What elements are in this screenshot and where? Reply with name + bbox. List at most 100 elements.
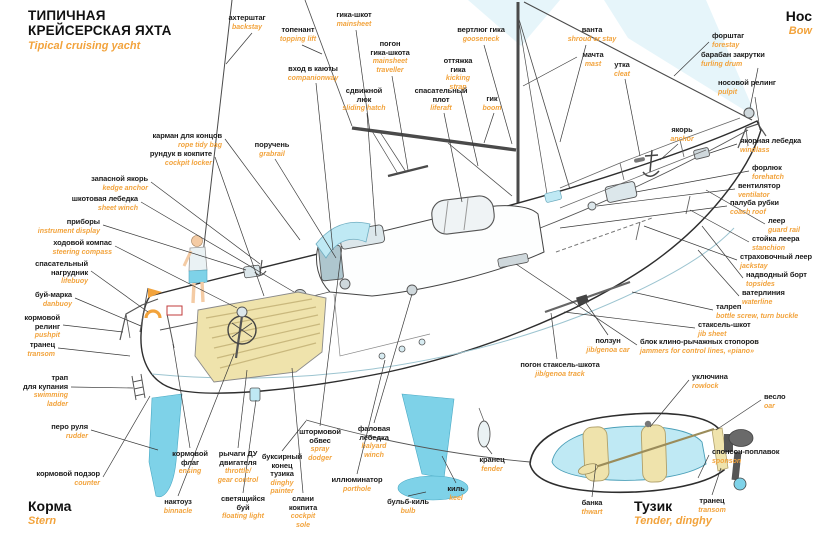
liferaft-strap-2 — [463, 197, 469, 231]
label-cockpit-locker-ru: рундук в кокпите — [149, 149, 212, 158]
label-coach-roof-en: coach roof — [730, 208, 766, 216]
label-topping-lift-ru: топенант — [281, 25, 315, 34]
label-danbuoy-en: danbuoy — [42, 300, 72, 308]
liferaft-strap-1 — [443, 200, 449, 234]
label-stanchion-en: stanchion — [752, 244, 786, 252]
painter-line — [305, 419, 531, 463]
oar-shaft — [591, 427, 715, 470]
cabin-window — [544, 190, 562, 203]
label-cleat-en: cleat — [614, 70, 630, 78]
label-liferaft-ru: спасательный плот — [414, 86, 468, 104]
corner-tender-ru: Тузик — [634, 498, 673, 514]
label-kedge-anchor-ru: запасной якорь — [91, 174, 148, 183]
stanchion-far-1 — [619, 162, 625, 181]
label-sponson-ru: спонсон-поплавок — [712, 447, 780, 456]
label-guard-rail-ru: леер — [768, 216, 786, 225]
label-jib-genoa-track-en: jib/genoa track — [535, 370, 585, 378]
label-mast-ru: мачта — [582, 50, 604, 59]
label-waterline-en: waterline — [742, 298, 773, 306]
motor-bracket — [724, 434, 733, 452]
label-jib-sheet-en: jib sheet — [698, 330, 727, 338]
wheel-spoke-2 — [231, 322, 253, 338]
label-sliding-hatch-en: sliding hatch — [342, 105, 386, 112]
corner-bow-ru: Нос — [785, 8, 812, 24]
label-halyard-winch-ru: фаловая лебедка — [357, 424, 391, 442]
label-topsides-en: topsides — [746, 280, 775, 288]
compass-shape — [236, 306, 248, 318]
label-sheet-winch-ru: шкотовая лебедка — [71, 194, 138, 203]
label-pushpit-ru: кормовой релинг — [24, 313, 60, 331]
diagram-title-ru: ТИПИЧНАЯ КРЕЙСЕРСКАЯ ЯХТА — [28, 8, 172, 38]
label-guard-rail-en: guard rail — [768, 226, 800, 234]
label-steering-compass-en: steering compass — [52, 248, 112, 256]
label-porthole-en: porthole — [342, 485, 371, 493]
label-mainsheet-en: mainsheet — [336, 20, 372, 28]
label-transom-yacht-en: transom — [27, 350, 55, 358]
label-ensign-en: ensing — [178, 468, 202, 475]
label-backstay-ru: ахтерштаг — [228, 13, 266, 22]
label-pulpit-en: pulpit — [718, 88, 738, 96]
label-binnacle-en: binnacle — [163, 507, 193, 515]
label-rope-tidy-bag-en: rope tidy bag — [178, 141, 222, 149]
motor-prop — [733, 477, 747, 491]
label-spray-dodger-en: spray dodger — [308, 446, 332, 462]
traveller-bar — [387, 164, 429, 178]
fender-line — [478, 407, 485, 422]
label-anchor-en: anchor — [670, 135, 694, 143]
label-lifebuoy-ru: спасательный нагрудник — [35, 259, 88, 277]
corner-stern-en: Stern — [28, 515, 57, 527]
label-spray-dodger-ru: штормовой обвес — [299, 427, 341, 445]
label-anchor-ru: якорь — [671, 125, 693, 134]
label-jib-genoa-car-ru: ползун — [595, 336, 621, 345]
label-windlass-ru: якорная лебедка — [740, 136, 802, 145]
corner-bow: Нос Bow — [786, 8, 812, 37]
label-counter-ru: кормовой подзор — [36, 469, 100, 478]
shroud-line-2 — [517, 15, 549, 201]
label-furling-drum-en: furling drum — [701, 60, 743, 68]
dinghy — [305, 412, 754, 494]
jammers-shape — [497, 253, 529, 268]
label-gooseneck-ru: вертлюг гика — [457, 25, 505, 34]
label-ensign-ru: кормовой флаг — [172, 449, 208, 467]
label-rudder-ru: перо руля — [51, 422, 88, 431]
ensign-staff — [166, 313, 175, 349]
label-pushpit-en: pushpit — [34, 332, 60, 339]
label-dinghy-painter-en: dinghy painter — [270, 479, 294, 496]
label-ventilator-en: ventilator — [738, 191, 770, 199]
label-rowlock-ru: уключина — [692, 372, 728, 381]
label-bottle-screw-en: bottle screw, turn buckle — [716, 312, 799, 320]
label-mainsheet-traveller-en: mainsheet traveller — [372, 58, 408, 74]
label-mainsheet-ru: гика-шкот — [336, 10, 372, 19]
label-oar-ru: весло — [764, 392, 786, 401]
label-mainsheet-traveller-ru: погон гика-шкота — [370, 39, 410, 57]
label-grabrail-ru: поручень — [254, 140, 290, 149]
